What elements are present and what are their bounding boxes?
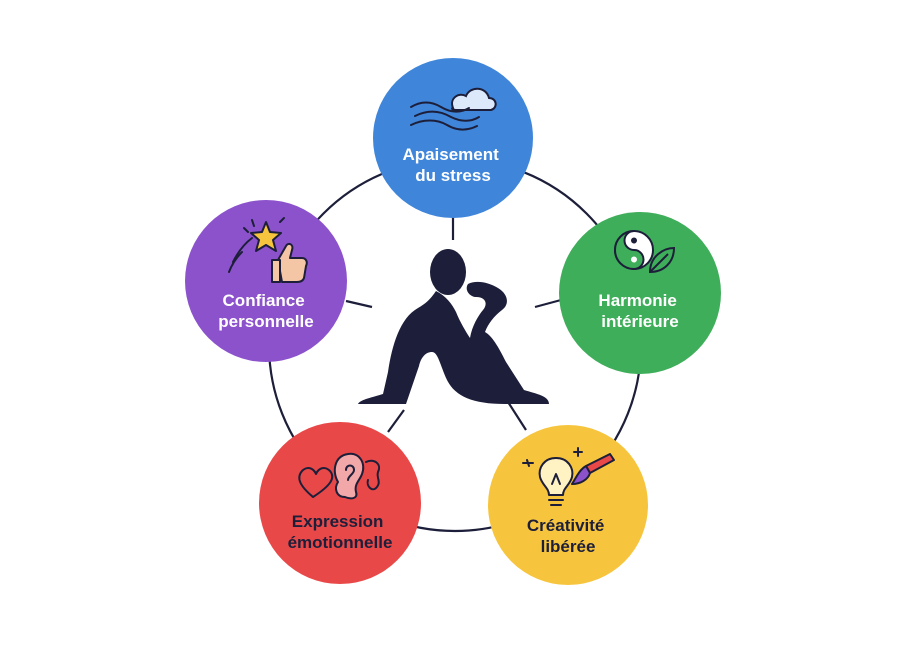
node-stress: Apaisement du stress [373,58,533,218]
heart-ear-icon [298,452,380,500]
wind-cloud-icon [410,87,497,131]
node-harmonie-circle [559,212,721,374]
node-harmonie: Harmonie intérieure [559,212,721,374]
node-creativite-label: Créativité libérée [527,516,609,556]
node-confiance-circle [185,200,347,362]
node-stress-label: Apaisement du stress [402,145,503,185]
node-creativite-circle [488,425,648,585]
node-expression: Expression émotionnelle [259,422,421,584]
node-confiance: Confiance personnelle [185,200,347,362]
yin-yang-leaf-icon [614,230,676,274]
node-expression-label: Expression émotionnelle [288,512,393,552]
seated-person-icon [358,249,549,404]
node-creativite: Créativité libérée [488,425,648,585]
node-stress-circle [373,58,533,218]
spokes [345,216,562,433]
node-confiance-label: Confiance personnelle [218,291,313,331]
node-harmonie-label: Harmonie intérieure [598,291,681,331]
lightbulb-paintbrush-icon [522,447,615,506]
star-thumbs-up-icon [228,217,308,283]
node-expression-circle [259,422,421,584]
